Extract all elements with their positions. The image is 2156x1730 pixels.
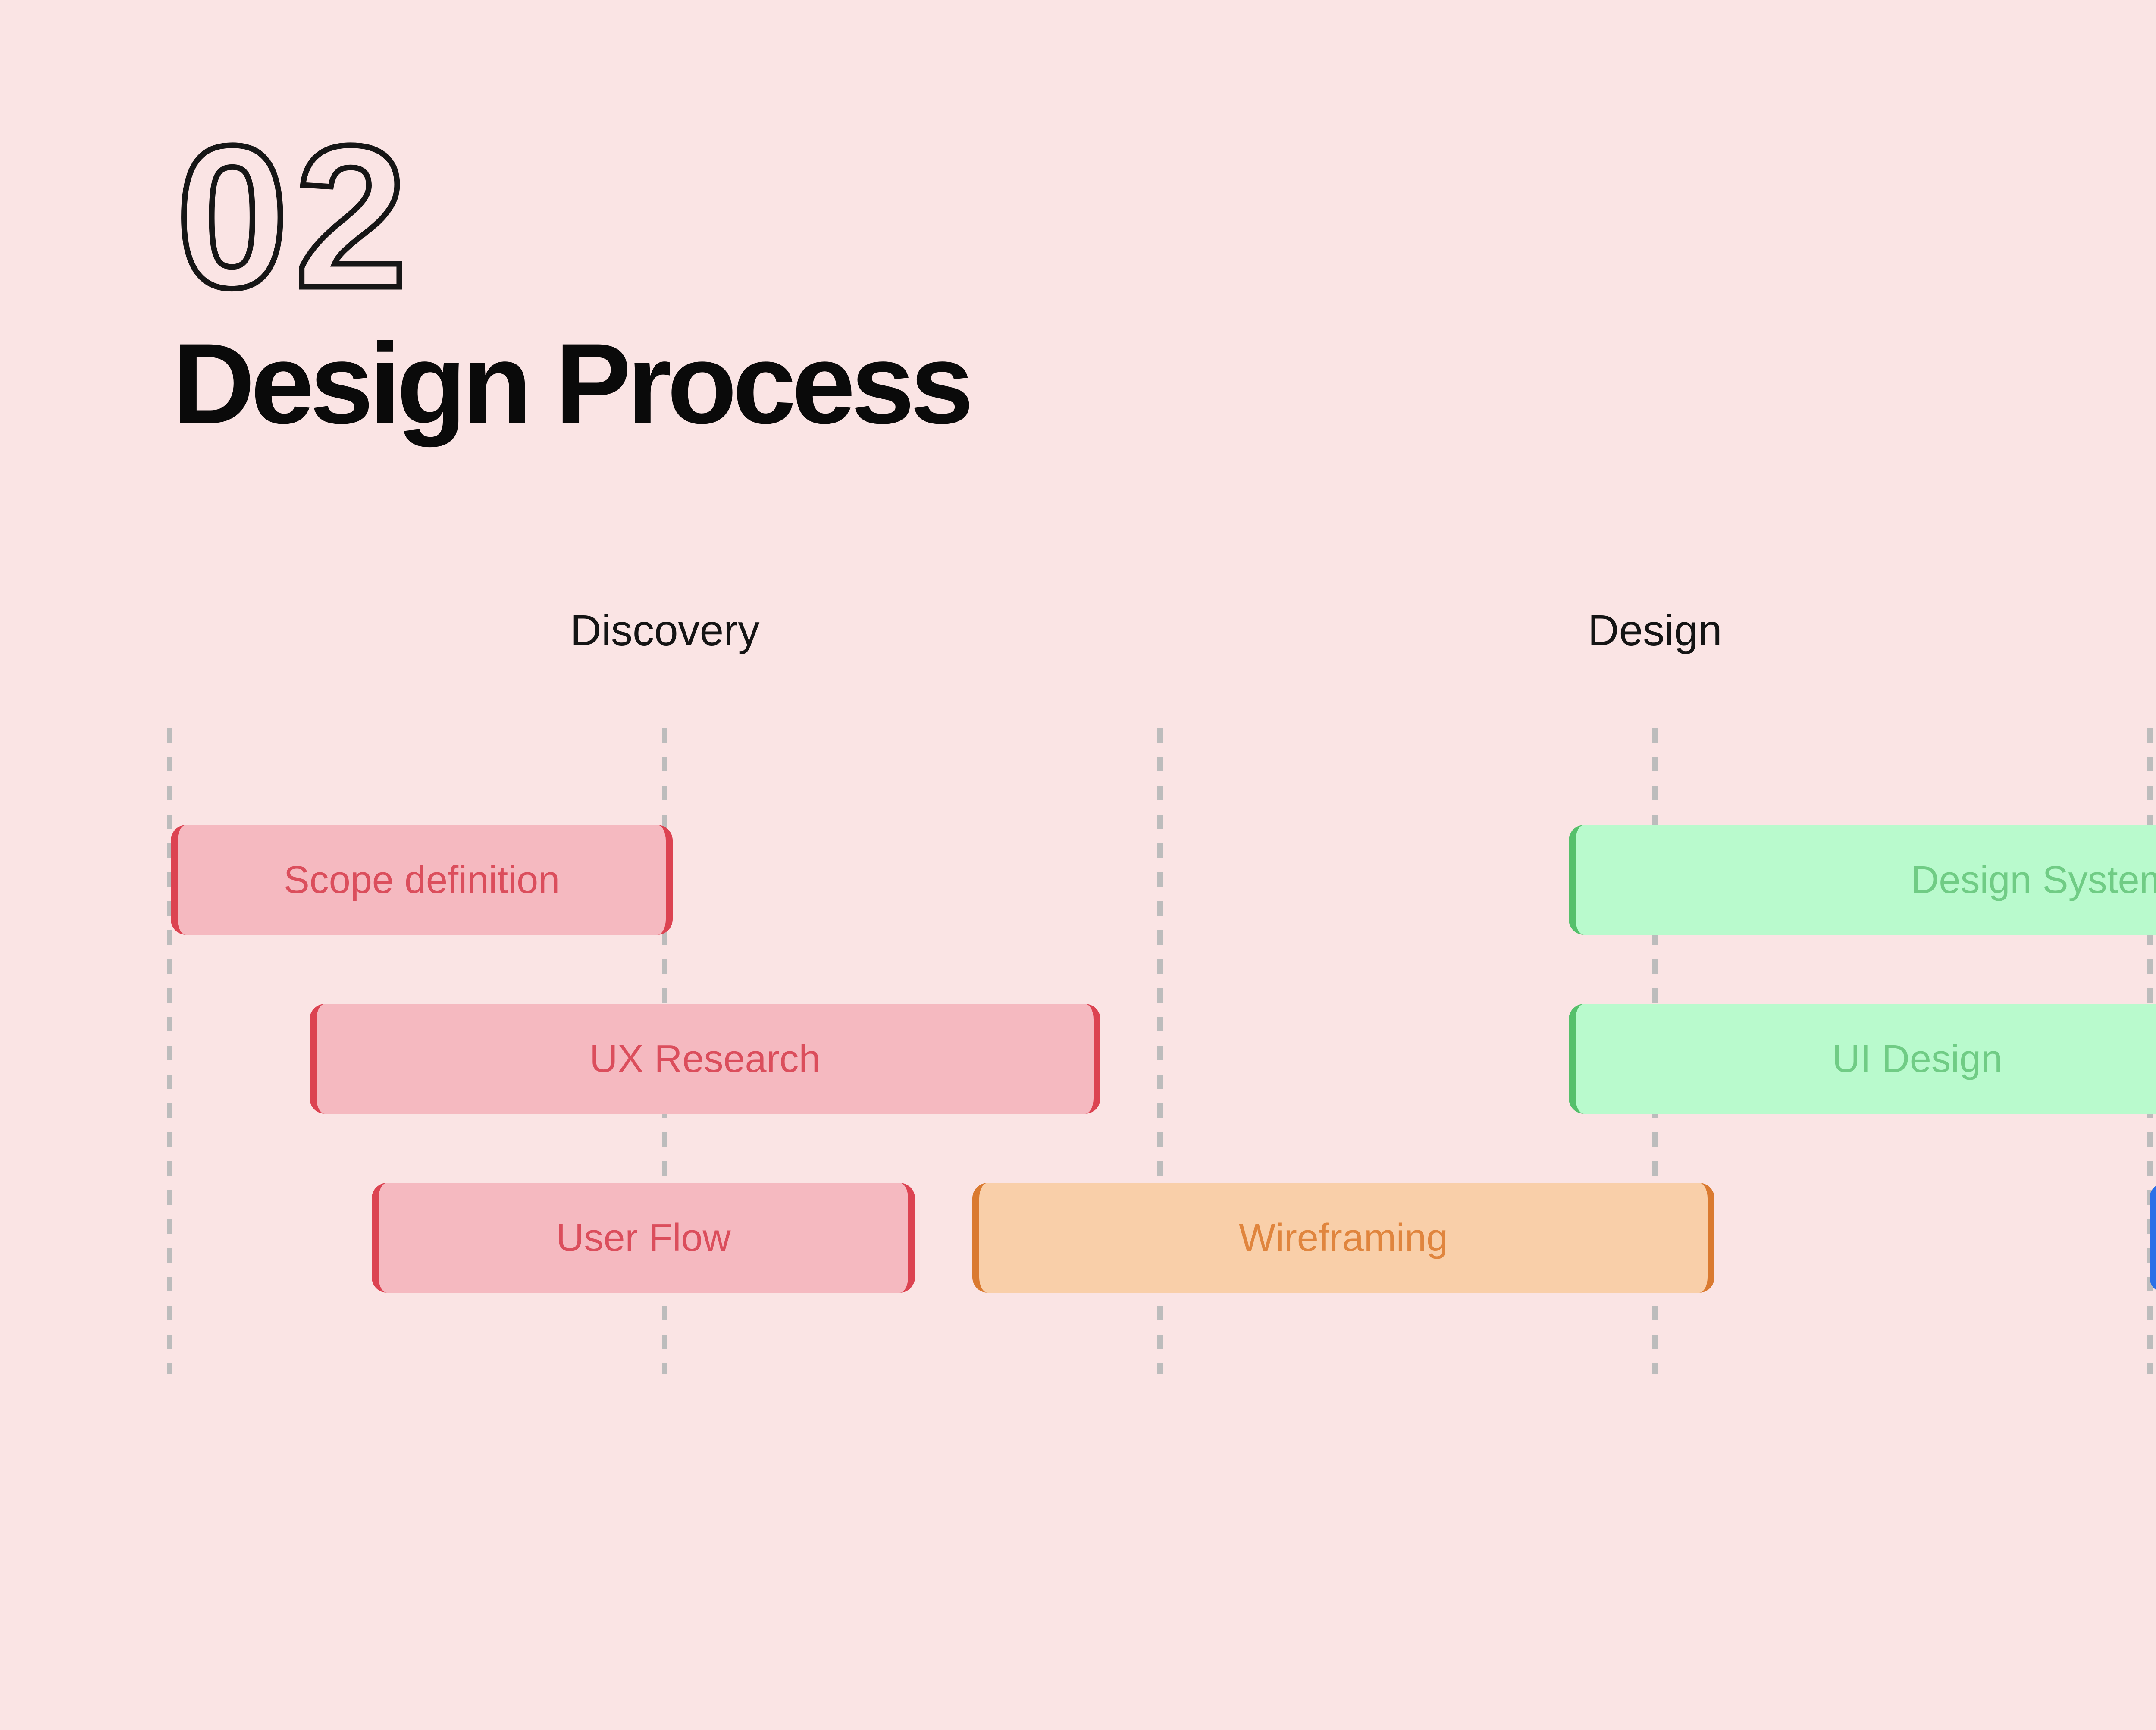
task-bar-scope-definition: Scope definition [171, 825, 673, 935]
task-bar-ui-design: UI Design [1569, 1004, 2156, 1114]
phase-label-design: Design [1588, 606, 1722, 655]
task-label-design-system: Design System [1911, 858, 2156, 902]
task-bar-ux-research: UX Research [310, 1004, 1100, 1114]
page-title: Design Process [172, 320, 974, 448]
task-bar-user-flow: User Flow [372, 1183, 915, 1293]
task-bar-prototype: Prototype [2150, 1183, 2156, 1293]
task-label-wireframing: Wireframing [1238, 1216, 1448, 1260]
task-label-user-flow: User Flow [556, 1216, 731, 1260]
phase-label-discovery: Discovery [570, 606, 760, 655]
slide-number: 02 [173, 103, 414, 330]
gridline-1 [167, 728, 172, 1374]
task-label-scope-definition: Scope definition [283, 858, 560, 902]
task-bar-wireframing: Wireframing [972, 1183, 1714, 1293]
task-bar-design-system: Design System [1569, 825, 2156, 935]
task-label-ui-design: UI Design [1832, 1037, 2003, 1081]
task-label-ux-research: UX Research [589, 1037, 821, 1081]
